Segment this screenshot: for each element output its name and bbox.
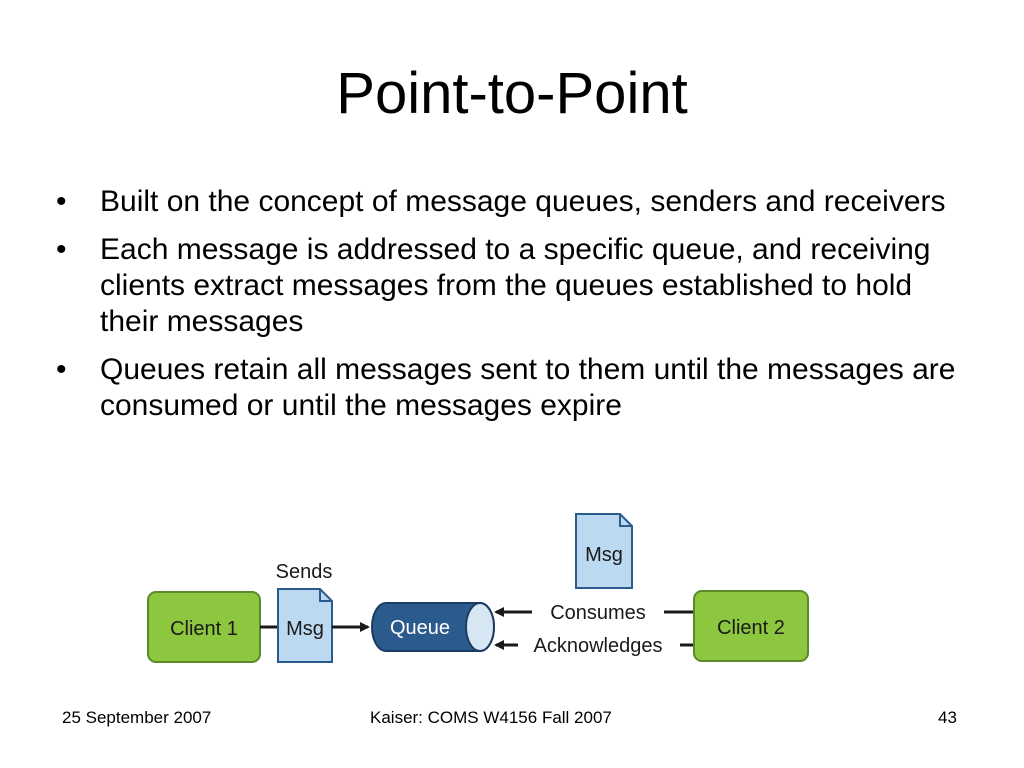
- send-message-document: Msg: [277, 588, 333, 663]
- queue-label: Queue: [390, 617, 450, 639]
- queue-body: [371, 602, 495, 652]
- bullet-text: Built on the concept of message queues, …: [100, 185, 946, 218]
- sends-label: Sends: [276, 561, 333, 583]
- bullet-item: • Each message is addressed to a specifi…: [56, 232, 956, 340]
- consume-message-document: Msg: [575, 513, 633, 589]
- slide-title: Point-to-Point: [336, 61, 688, 126]
- bullet-item: • Built on the concept of message queues…: [56, 184, 956, 220]
- acknowledges-label: Acknowledges: [534, 635, 663, 657]
- consume-msg-fold: [619, 514, 632, 527]
- bullet-marker: •: [56, 353, 67, 386]
- client-2-shape: [693, 590, 809, 662]
- client-2-label: Client 2: [717, 617, 785, 639]
- bullet-list: • Built on the concept of message queues…: [56, 184, 956, 436]
- send-msg-shape: [277, 588, 333, 663]
- queue-end-cap: [465, 602, 495, 652]
- bullet-marker: •: [56, 185, 67, 218]
- footer-date: 25 September 2007: [62, 708, 212, 727]
- client-1-shape: [147, 591, 261, 663]
- bullet-text: Queues retain all messages sent to them …: [100, 353, 956, 422]
- client-1-box: Client 1: [147, 591, 261, 663]
- client-1-label: Client 1: [170, 618, 238, 640]
- footer-course: Kaiser: COMS W4156 Fall 2007: [370, 708, 612, 727]
- client-2-box: Client 2: [693, 590, 809, 662]
- bullet-text: Each message is addressed to a specific …: [100, 233, 931, 338]
- consume-msg-shape: [575, 513, 633, 589]
- bullet-item: • Queues retain all messages sent to the…: [56, 352, 956, 424]
- bullet-marker: •: [56, 233, 67, 266]
- send-msg-fold: [319, 589, 332, 602]
- footer-page-number: 43: [938, 708, 957, 727]
- consume-msg-label: Msg: [585, 544, 623, 566]
- consumes-label: Consumes: [550, 602, 646, 624]
- send-msg-label: Msg: [286, 618, 324, 640]
- queue-cylinder: Queue: [371, 602, 495, 652]
